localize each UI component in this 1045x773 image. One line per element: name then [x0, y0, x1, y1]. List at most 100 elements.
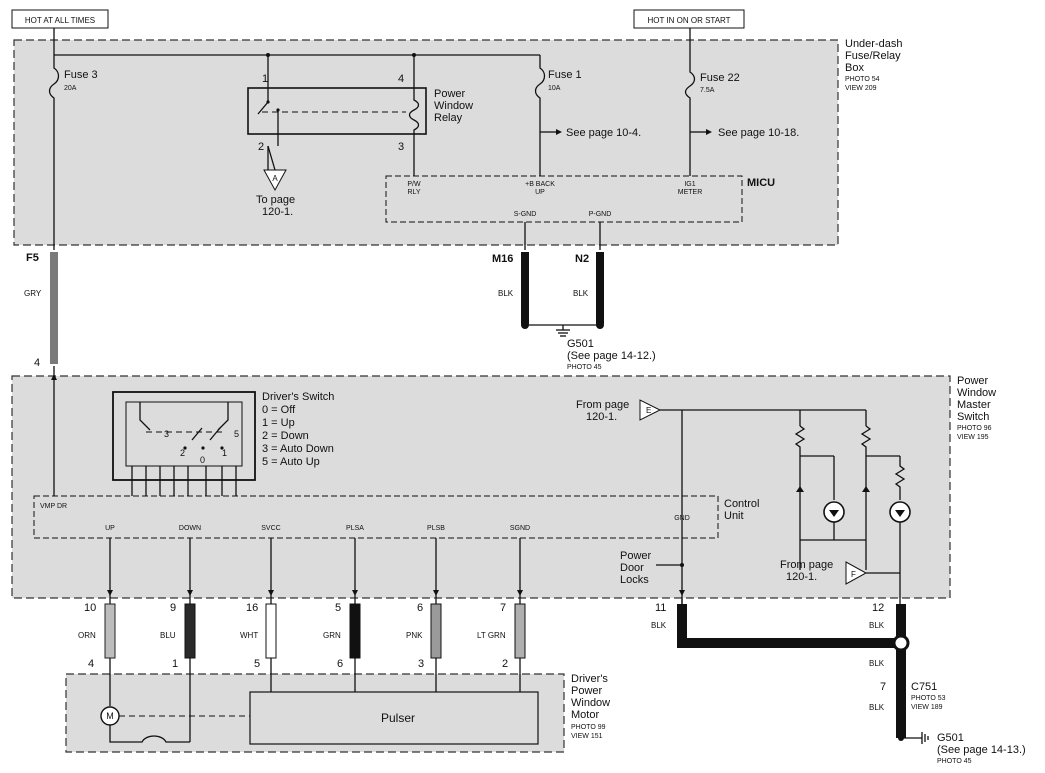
relay-label-1: Power: [434, 88, 466, 100]
terminal-plsa: PLSA: [346, 525, 364, 532]
wire-f5-gry: [50, 252, 58, 364]
door-locks-2: Door: [620, 562, 644, 574]
control-unit-box: [33, 495, 719, 539]
legend-auto-down: 3 = Auto Down: [262, 443, 334, 455]
micu-pw-rly-1: P/W: [407, 181, 421, 188]
master-switch-title-2: Window: [957, 387, 996, 399]
terminal-down: DOWN: [179, 525, 201, 532]
fuse-22-symbol: [684, 70, 696, 176]
door-locks-1: Power: [620, 550, 652, 562]
hot-in-on-start-label: HOT IN ON OR START: [647, 16, 730, 25]
c751-pin-7: 7: [880, 681, 886, 693]
switch-pos-0: 0: [200, 455, 205, 465]
control-unit-label-1: Control: [724, 498, 759, 510]
wire-lt-grn-bottom-pin: 2: [502, 658, 508, 670]
fuse-1-label: Fuse 1: [548, 69, 582, 81]
illumination-led-network: [794, 410, 911, 604]
power-window-relay: [247, 55, 427, 176]
f5-label: F5: [26, 252, 39, 264]
fuse-22-label: Fuse 22: [700, 72, 740, 84]
master-switch-title-3: Master: [957, 399, 991, 411]
wire-wht-color: WHT: [240, 631, 258, 640]
fuse-box-title-3: Box: [845, 62, 864, 74]
terminal-arrows: [107, 410, 685, 604]
connector-f-symbol: [845, 561, 868, 585]
c751-label: C751: [911, 681, 937, 693]
fuse-3-label: Fuse 3: [64, 69, 98, 81]
wire-wht-bottom-pin: 5: [254, 658, 260, 670]
pulser-box: [249, 691, 539, 745]
drivers-switch-title: Driver's Switch: [262, 391, 334, 403]
relay-label-2: Window: [434, 100, 473, 112]
vmp-dr-label: VMP DR: [40, 503, 67, 510]
relay-pin-4: 4: [398, 73, 404, 85]
wire-grn-color: GRN: [323, 631, 341, 640]
see-page-10-4: See page 10-4.: [566, 127, 641, 139]
to-page-a-1: To page: [256, 194, 295, 206]
g501-upper-photo: PHOTO 45: [567, 364, 602, 371]
wire-lt-grn-top-pin: 7: [500, 602, 506, 614]
circuit-breaker: [109, 725, 190, 743]
gry-label: GRY: [24, 289, 42, 298]
m16-blk-label: BLK: [498, 289, 514, 298]
fuse-22-rating: 7.5A: [700, 87, 715, 94]
wire-orn-color: ORN: [78, 631, 96, 640]
relay-label-3: Relay: [434, 112, 463, 124]
from-page-f-2: 120-1.: [786, 571, 817, 583]
hot-at-all-times-header: HOT AT ALL TIMES: [11, 9, 109, 29]
switch-pos-5: 5: [234, 429, 239, 439]
g501-lower-label: G501: [937, 732, 964, 744]
wire-orn-top-pin: 10: [84, 602, 96, 614]
connector-e-label: E: [646, 406, 651, 415]
wire-grn-top-pin: 5: [335, 602, 341, 614]
micu-bb-2: UP: [535, 189, 545, 196]
g501-upper-see: (See page 14-12.): [567, 350, 656, 362]
wire-pnk-top-pin: 6: [417, 602, 423, 614]
gnd-blk-4: BLK: [869, 703, 885, 712]
c751-photo: PHOTO 53: [911, 695, 946, 702]
connector-f-label: F: [851, 570, 856, 579]
legend-down: 2 = Down: [262, 430, 309, 442]
n2-blk-label: BLK: [573, 289, 589, 298]
wire-blu-bottom-pin: 1: [172, 658, 178, 670]
g501-upper-label: G501: [567, 338, 594, 350]
wire-c751-blk: [896, 604, 906, 738]
switch-pos-3: 3: [164, 429, 169, 439]
fuse-3-symbol: [48, 55, 60, 250]
wire-lt-grn: 7 LT GRN 2: [477, 602, 526, 670]
gnd-blk-2: BLK: [869, 621, 885, 630]
wire-orn-bottom-pin: 4: [88, 658, 94, 670]
door-locks-3: Locks: [620, 574, 649, 586]
master-switch-view: VIEW 195: [957, 434, 989, 441]
motor-title-1: Driver's: [571, 673, 608, 685]
micu-pgnd: P-GND: [589, 211, 612, 218]
drivers-switch: [112, 391, 256, 496]
fuse-box-photo: PHOTO 54: [845, 76, 880, 83]
master-switch-photo: PHOTO 96: [957, 425, 992, 432]
master-switch-title-4: Switch: [957, 411, 989, 423]
relay-pin-1: 1: [262, 73, 268, 85]
c751-view: VIEW 189: [911, 704, 943, 711]
fuse-1-rating: 10A: [548, 85, 561, 92]
gnd-pin-11: 11: [655, 602, 666, 614]
motor-title-3: Window: [571, 697, 610, 709]
micu-sgnd: S-GND: [514, 211, 537, 218]
hot-at-all-times-label: HOT AT ALL TIMES: [25, 16, 95, 25]
gnd-pin-12: 12: [872, 602, 884, 614]
pulser-label: Pulser: [381, 711, 415, 725]
wire-m16-blk: [521, 252, 529, 324]
fuse-box-view: VIEW 209: [845, 85, 877, 92]
switch-pos-2: 2: [180, 448, 185, 458]
see-page-10-18: See page 10-18.: [718, 127, 799, 139]
terminal-up: UP: [105, 525, 115, 532]
fuse-1-symbol: [534, 55, 546, 176]
legend-up: 1 = Up: [262, 417, 295, 429]
from-page-e-1: From page: [576, 399, 629, 411]
fuse-3-rating: 20A: [64, 85, 77, 92]
wire-grn-bottom-pin: 6: [337, 658, 343, 670]
from-page-f-1: From page: [780, 559, 833, 571]
motor-photo: PHOTO 99: [571, 724, 606, 731]
wire-ground-blk-bus: [677, 604, 906, 648]
legend-off: 0 = Off: [262, 404, 296, 416]
master-switch-box: [11, 375, 951, 599]
